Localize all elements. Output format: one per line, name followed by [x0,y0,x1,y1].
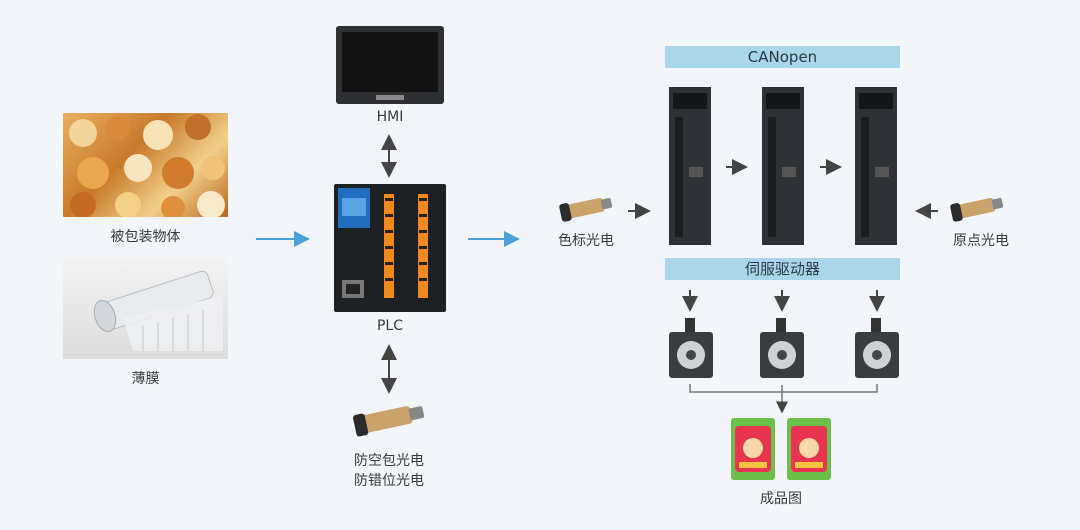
servo-motor-2 [760,318,804,380]
touchscreen-icon [336,26,444,104]
anti-sensor-label-2: 防错位光电 [354,473,424,489]
food-label: 被包装物体 [110,229,181,245]
servo-drive-icon [762,87,804,245]
servo-drive-icon [669,87,711,245]
hmi-device [336,26,444,104]
servo-drive-bar: 伺服驱动器 [665,258,900,280]
servo-drive-icon [855,87,897,245]
servo-drive-1 [669,87,711,245]
servo-drive-3 [855,87,897,245]
product-label: 成品图 [760,491,802,507]
film-image [63,256,228,359]
plc-label: PLC [376,318,404,334]
snack-bag-icon [787,418,831,480]
anti-sensor-device [348,400,430,438]
film-label: 薄膜 [131,371,160,387]
servo-motor-3 [855,318,899,380]
servo-motor-icon [855,318,899,378]
origin-sensor-device [947,193,1007,223]
product-package-2 [787,418,831,480]
snack-food-icon [69,114,225,217]
color-sensor-device [556,193,616,223]
canopen-bus-bar: CANopen [665,46,900,68]
servo-motor-icon [760,318,804,378]
photoelectric-sensor-icon [950,197,1004,222]
plc-device [334,184,446,312]
servo-motor-icon [669,318,713,378]
film-roll-icon [93,270,223,351]
motor-bracket [689,384,878,393]
servo-drive-2 [762,87,804,245]
photoelectric-sensor-icon [353,406,425,437]
plc-controller-icon [334,184,446,312]
servo-motor-1 [669,318,713,380]
snack-bag-icon [731,418,775,480]
photoelectric-sensor-icon [559,197,613,222]
anti-sensor-label-1: 防空包光电 [354,453,424,469]
food-image [63,113,228,217]
color-sensor-label: 色标光电 [558,233,614,249]
hmi-label: HMI [376,109,404,125]
product-package-1 [731,418,775,480]
origin-sensor-label: 原点光电 [953,233,1009,249]
